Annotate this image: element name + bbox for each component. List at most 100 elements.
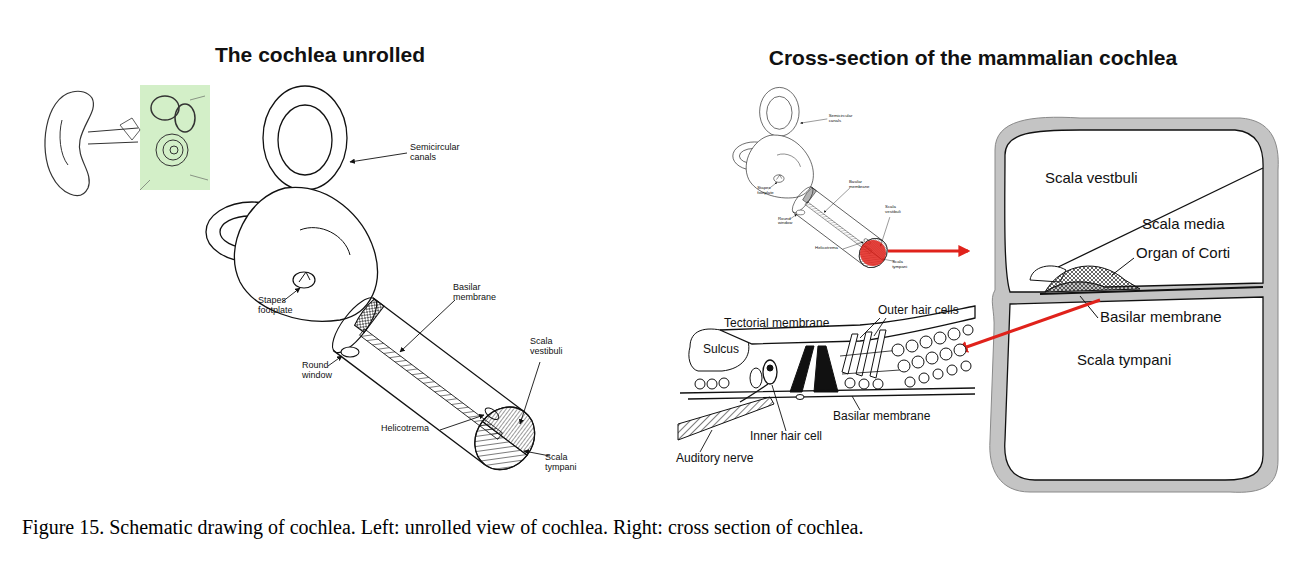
part-label: Auditory nerve	[676, 452, 753, 465]
highlight-box	[140, 85, 210, 190]
panel-heading: The cochlea unrolled	[170, 43, 470, 66]
cell	[845, 378, 855, 388]
cell	[940, 348, 952, 360]
cell	[707, 379, 717, 389]
tube-end	[463, 395, 547, 481]
organ-of-corti	[1045, 266, 1140, 292]
part-label: Scala vestibuli	[530, 337, 572, 357]
leader-line	[852, 396, 860, 410]
leader-line	[440, 415, 484, 430]
cell	[906, 340, 918, 352]
cell	[934, 332, 946, 344]
leader-line	[328, 356, 342, 366]
stapes-footplate	[293, 272, 315, 288]
cell	[719, 378, 729, 388]
thumbnail-label: Scala vestibuli	[885, 205, 905, 214]
pointer-arrow	[888, 250, 968, 253]
thumbnail-label: Round window	[778, 217, 797, 226]
thumbnail-label: Helicotrema	[815, 246, 838, 251]
semicircular-canal	[263, 86, 347, 190]
thumbnail-label: Scala tympani	[892, 260, 912, 269]
ear-inset	[45, 85, 210, 196]
vestibule-fold	[300, 228, 350, 255]
reticular-line	[840, 350, 900, 374]
cell	[750, 368, 762, 388]
basilar-membrane-line	[680, 388, 975, 399]
thumbnail-label: Stapes footplate	[757, 186, 781, 195]
cross-section	[990, 117, 1278, 492]
inner-hair-cell	[763, 360, 777, 384]
cell	[963, 325, 973, 335]
cell	[695, 379, 705, 389]
part-label: Basilar membrane	[833, 410, 930, 423]
cochlea-spiral	[156, 134, 188, 166]
bony-wall	[990, 117, 1278, 492]
cochlea-spiral	[170, 146, 178, 154]
figure-caption: Figure 15. Schematic drawing of cochlea.…	[22, 516, 863, 539]
tube-start-cap	[325, 292, 384, 359]
lower-chamber	[1005, 297, 1263, 480]
ear-fold	[60, 120, 68, 165]
cell	[947, 365, 957, 375]
part-label: Basilar membrane	[453, 283, 508, 303]
tube-end-lower	[463, 422, 528, 482]
cell	[933, 369, 943, 379]
tunnel-vessel	[796, 395, 804, 400]
cell	[898, 360, 910, 372]
organ-detail	[678, 306, 975, 452]
leader-line	[700, 430, 712, 452]
part-label: Organ of Corti	[1136, 245, 1230, 262]
cell	[926, 352, 938, 364]
part-label: Scala tympani	[545, 453, 587, 473]
section-marker	[860, 240, 886, 266]
cell	[873, 379, 883, 389]
part-label: Stapes footplate	[258, 296, 308, 316]
part-label: Helicotrema	[381, 424, 429, 434]
cell	[912, 356, 924, 368]
unrolled-cochlea	[206, 86, 550, 482]
unrolled-thumbnail	[733, 87, 895, 273]
chamber-label: Scala tympani	[1077, 352, 1171, 369]
pointer-arrow	[958, 300, 1100, 350]
part-label: Tectorial membrane	[724, 317, 829, 330]
leader-line	[400, 300, 455, 352]
round-window	[341, 347, 359, 357]
part-label: Sulcus	[703, 343, 739, 356]
cell	[905, 377, 915, 387]
cochlea-spiral	[163, 140, 183, 160]
part-label: Inner hair cell	[750, 430, 822, 443]
cell	[961, 361, 971, 371]
leader-line	[520, 362, 540, 424]
nerve-fibre	[740, 384, 768, 402]
ossicles	[120, 118, 140, 140]
semicircular-canal	[175, 104, 195, 132]
vestibule	[234, 187, 377, 321]
leader-lines	[282, 153, 550, 456]
thumbnail-label: Semicircular canals	[829, 114, 856, 123]
tiny-leader	[140, 96, 208, 190]
part-label: Round window	[302, 361, 342, 381]
leader-line	[860, 318, 886, 338]
ear-canal	[88, 128, 138, 144]
ear-outline	[45, 91, 94, 195]
pillar-cell	[790, 346, 814, 392]
cell-nucleus	[767, 365, 773, 371]
leader-line	[772, 385, 786, 431]
leader-line	[350, 153, 407, 162]
part-label: Outer hair cells	[878, 304, 959, 317]
basilar-line	[1040, 287, 1263, 294]
cell	[920, 336, 932, 348]
semicircular-canal	[278, 105, 332, 175]
cell	[948, 328, 960, 340]
thumbnail-label: Basilar membrane	[849, 180, 875, 189]
part-label: Basilar membrane	[1100, 309, 1222, 326]
chamber-label: Scala vestbuli	[1045, 170, 1138, 187]
pillar-cell	[814, 346, 838, 392]
cochlear-tube	[325, 292, 547, 482]
part-label: Semicircular canals	[410, 143, 468, 163]
leader-line	[1112, 258, 1134, 275]
cell	[954, 344, 966, 356]
chamber-label: Scala media	[1142, 216, 1225, 233]
